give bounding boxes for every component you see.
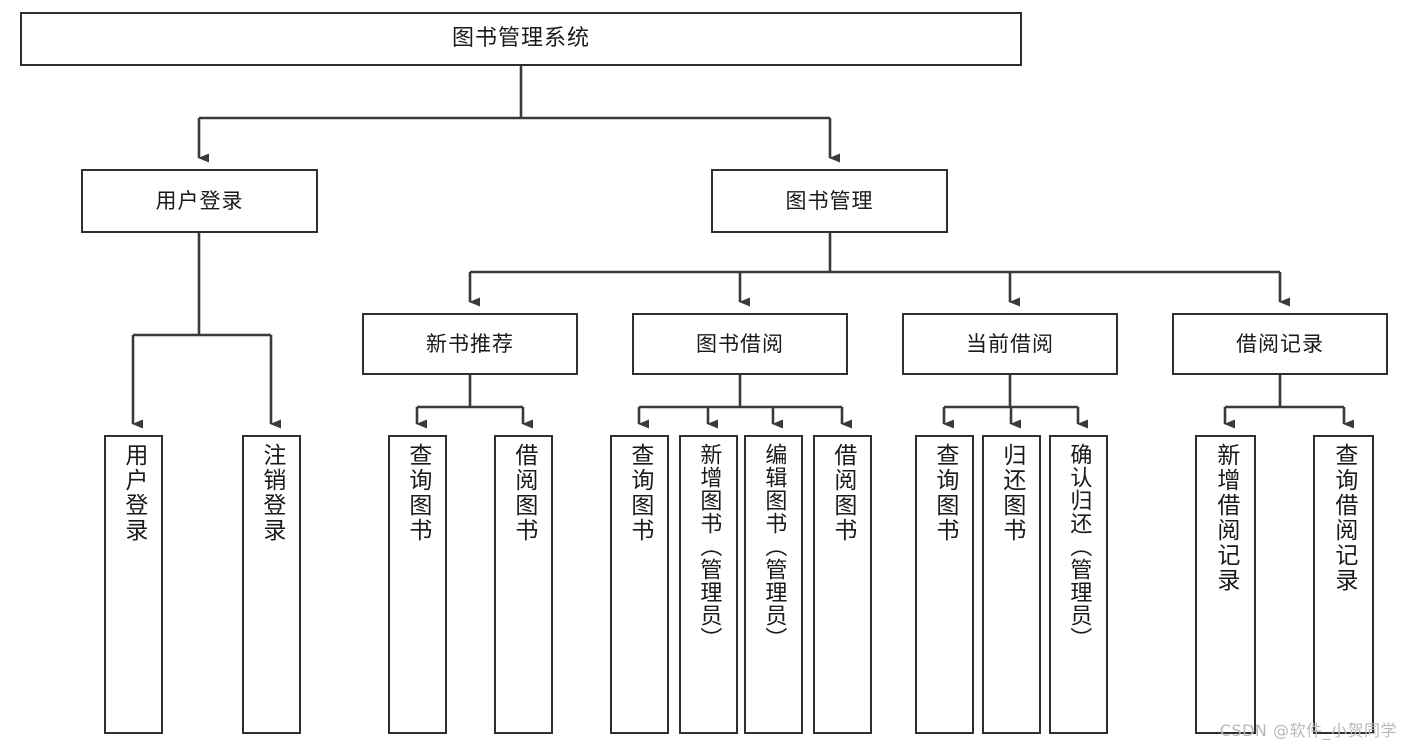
node-label: 查询图书 <box>404 443 431 543</box>
node-label: 编辑图书（管理员） <box>761 443 787 650</box>
node-label: 确认归还（管理员） <box>1066 443 1092 650</box>
node-book-borrow[interactable]: 图书借阅 <box>632 313 848 375</box>
node-root-system[interactable]: 图书管理系统 <box>20 12 1022 66</box>
leaf-query-book-current[interactable]: 查询图书 <box>915 435 974 734</box>
node-new-book-recommend[interactable]: 新书推荐 <box>362 313 578 375</box>
leaf-add-book-admin[interactable]: 新增图书（管理员） <box>679 435 738 734</box>
leaf-query-borrow-record[interactable]: 查询借阅记录 <box>1313 435 1374 734</box>
node-label: 查询借阅记录 <box>1330 443 1357 593</box>
node-book-management[interactable]: 图书管理 <box>711 169 948 233</box>
node-label: 借阅图书 <box>829 443 856 543</box>
leaf-query-book-recommend[interactable]: 查询图书 <box>388 435 447 734</box>
node-label: 新增图书（管理员） <box>696 443 722 650</box>
node-label: 用户登录 <box>155 188 244 213</box>
leaf-user-login[interactable]: 用户登录 <box>104 435 163 734</box>
leaf-confirm-return-admin[interactable]: 确认归还（管理员） <box>1049 435 1108 734</box>
node-label: 借阅记录 <box>1236 331 1324 356</box>
node-label: 用户登录 <box>120 443 147 543</box>
node-label: 归还图书 <box>998 443 1025 543</box>
leaf-query-book-borrow[interactable]: 查询图书 <box>610 435 669 734</box>
node-label: 新增借阅记录 <box>1212 443 1239 593</box>
node-label: 注销登录 <box>258 443 285 543</box>
leaf-edit-book-admin[interactable]: 编辑图书（管理员） <box>744 435 803 734</box>
leaf-user-logout[interactable]: 注销登录 <box>242 435 301 734</box>
node-label: 当前借阅 <box>966 331 1054 356</box>
leaf-add-borrow-record[interactable]: 新增借阅记录 <box>1195 435 1256 734</box>
node-label: 查询图书 <box>626 443 653 543</box>
node-label: 查询图书 <box>931 443 958 543</box>
node-label: 新书推荐 <box>426 331 514 356</box>
node-user-login[interactable]: 用户登录 <box>81 169 318 233</box>
leaf-borrow-book[interactable]: 借阅图书 <box>813 435 872 734</box>
node-borrow-record[interactable]: 借阅记录 <box>1172 313 1388 375</box>
node-label: 图书管理系统 <box>451 26 590 52</box>
node-label: 图书管理 <box>785 188 874 213</box>
node-label: 借阅图书 <box>510 443 537 543</box>
node-label: 图书借阅 <box>696 331 784 356</box>
node-current-borrow[interactable]: 当前借阅 <box>902 313 1118 375</box>
leaf-borrow-book-recommend[interactable]: 借阅图书 <box>494 435 553 734</box>
leaf-return-book[interactable]: 归还图书 <box>982 435 1041 734</box>
